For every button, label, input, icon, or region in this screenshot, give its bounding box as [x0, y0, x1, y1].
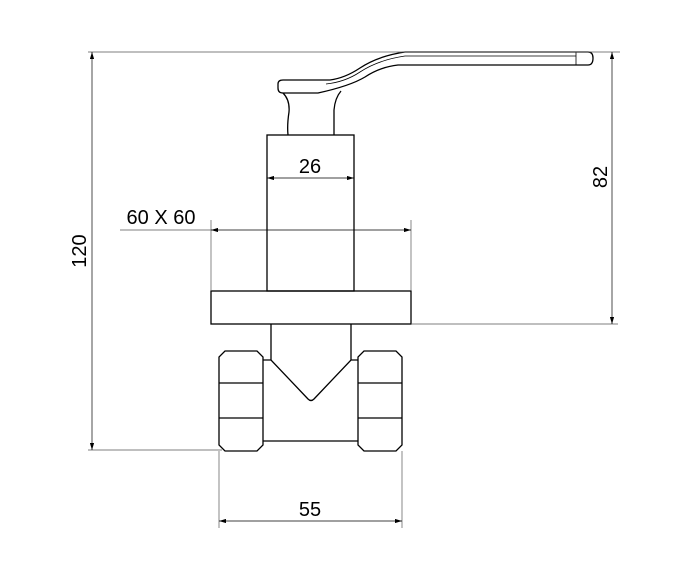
part-outline — [210, 51, 594, 452]
label-26: 26 — [299, 156, 321, 178]
body-v — [263, 359, 358, 402]
label-60x60: 60 X 60 — [127, 207, 196, 229]
lever-handle — [277, 51, 594, 94]
flange — [210, 290, 412, 325]
label-120: 120 — [69, 234, 91, 267]
body-neck — [270, 324, 352, 360]
label-82: 82 — [590, 166, 612, 188]
label-55: 55 — [299, 499, 321, 521]
left-nut — [218, 350, 264, 452]
right-nut — [357, 350, 403, 452]
lever-inner-line — [325, 52, 577, 85]
dimension-lines — [88, 51, 620, 528]
handle-neck — [282, 90, 342, 136]
